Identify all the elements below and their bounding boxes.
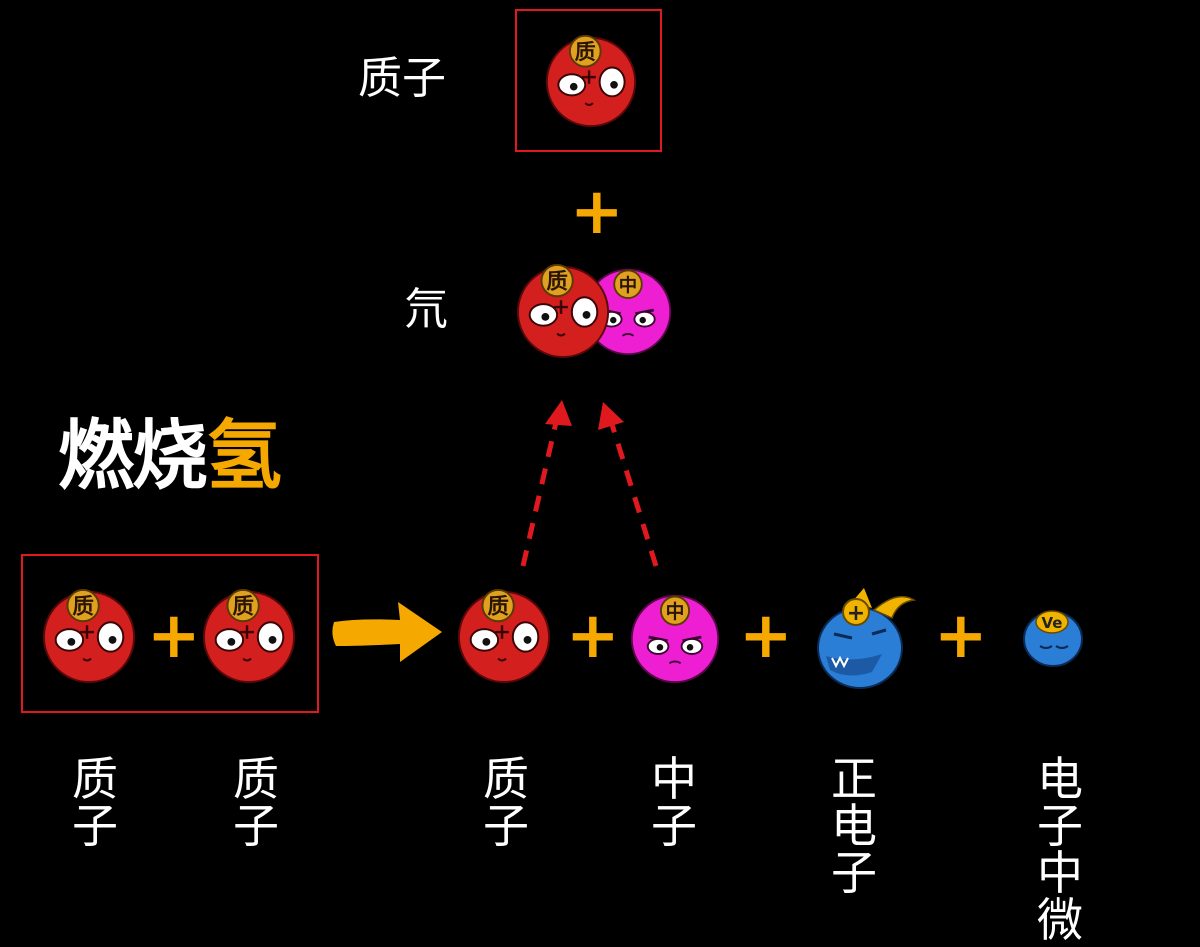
dashed-arrowhead-left [545, 400, 572, 426]
dashed-arrowhead-right [598, 402, 624, 430]
top-proton-label: 质子 [358, 53, 446, 104]
product-positron-ball: + [817, 588, 917, 689]
input-plus: + [147, 599, 201, 673]
dashed-arrow-right [607, 417, 659, 567]
input-protons-box [21, 554, 319, 713]
dashed-arrow-left [520, 417, 560, 567]
deuterium-label: 氘 [404, 284, 448, 335]
bottom-label-proton-1: 质 子 [72, 752, 118, 853]
input-proton-ball-2 [202, 588, 296, 684]
bottom-label-neutron: 中 子 [651, 752, 697, 853]
product-neutrino-ball: Ve [1023, 610, 1083, 667]
reaction-arrow [332, 602, 442, 662]
product-plus-2: + [739, 599, 793, 673]
positron-badge-text: + [847, 601, 865, 626]
top-plus: + [570, 175, 624, 249]
product-proton-ball [457, 588, 551, 684]
bottom-label-neutrino: 电 子 中 微 [1037, 752, 1083, 947]
input-proton-ball-1 [42, 588, 136, 684]
top-proton-box [515, 9, 662, 152]
bottom-label-proton-3: 质 子 [483, 752, 529, 853]
product-neutron-ball [630, 594, 720, 684]
neutrino-badge-text: Ve [1042, 614, 1063, 632]
product-plus-1: + [566, 599, 620, 673]
bottom-label-positron: 正 电 子 [831, 752, 877, 900]
title-part-hydrogen: 氢 [206, 411, 282, 500]
diagram-title: 燃烧氢 [58, 418, 282, 494]
bottom-label-proton-2: 质 子 [233, 752, 279, 853]
title-part-burning: 燃烧 [58, 411, 208, 500]
product-plus-3: + [934, 599, 988, 673]
